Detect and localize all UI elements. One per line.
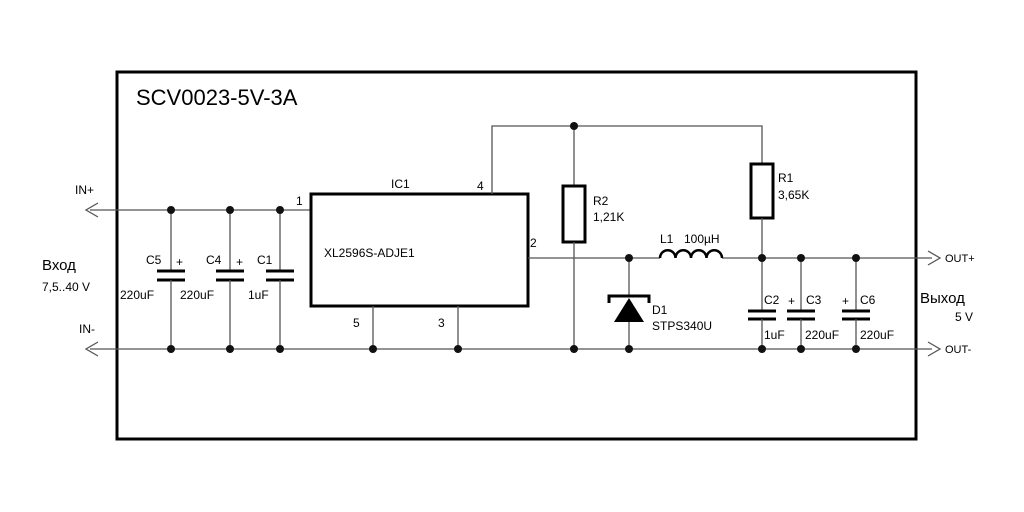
r1-ref: R1 (778, 171, 794, 185)
module-title: SCV0023-5V-3A (136, 85, 298, 110)
c2-value: 1uF (764, 328, 785, 342)
c5-ref: C5 (146, 253, 162, 267)
ic1-part-number: XL2596S-ADJE1 (324, 246, 415, 260)
inductor-l1 (658, 249, 724, 259)
c6-ref: C6 (860, 293, 876, 307)
ic1-ref: IC1 (391, 177, 410, 191)
r2-ref: R2 (593, 194, 609, 208)
capacitor-c3 (787, 258, 815, 349)
diode-d1 (607, 294, 651, 349)
c4-value: 220uF (180, 288, 214, 302)
ic1-pin-4: 4 (477, 179, 484, 193)
resistor-r1 (749, 162, 775, 258)
c4-ref: C4 (206, 253, 222, 267)
ic1-pin-3: 3 (438, 316, 445, 330)
d1-value: STPS340U (652, 319, 712, 333)
ic1-pin-2: 2 (530, 236, 537, 250)
ic1-pin-5: 5 (353, 316, 360, 330)
capacitor-c5 (157, 210, 185, 349)
c2-ref: C2 (764, 293, 780, 307)
feedback-net (491, 125, 763, 194)
input-voltage-range: 7,5..40 V (42, 280, 90, 294)
resistor-r2 (561, 184, 587, 349)
output-positive-rail (722, 250, 942, 266)
out-plus-label: OUT+ (945, 253, 975, 265)
capacitor-c1 (266, 210, 294, 349)
capacitor-c2 (748, 258, 776, 349)
c6-value: 220uF (860, 328, 894, 342)
d1-ref: D1 (652, 303, 668, 317)
l1-ref: L1 (660, 232, 674, 246)
module-border (115, 70, 918, 441)
c1-value: 1uF (248, 288, 269, 302)
c1-ref: C1 (257, 253, 273, 267)
out-minus-label: OUT- (945, 344, 972, 356)
c5-polarity: + (176, 255, 183, 269)
switch-net (528, 257, 660, 296)
in-plus-label: IN+ (75, 183, 94, 197)
output-label: Выход (920, 290, 965, 307)
c3-value: 220uF (805, 328, 839, 342)
output-voltage: 5 V (955, 310, 973, 324)
ground-rail (84, 341, 942, 357)
r1-value: 3,65K (778, 188, 809, 202)
r2-value: 1,21K (593, 210, 624, 224)
c4-polarity: + (236, 255, 243, 269)
input-positive-rail (84, 202, 311, 218)
junction-dots (167, 122, 860, 353)
l1-value: 100µH (684, 232, 720, 246)
c3-ref: C3 (806, 293, 822, 307)
c5-value: 220uF (120, 288, 154, 302)
input-label: Вход (42, 257, 76, 274)
capacitor-c4 (216, 210, 244, 349)
ic1-pin-1: 1 (296, 194, 303, 208)
ic1-body (309, 192, 530, 308)
capacitor-c6 (842, 258, 870, 349)
c3-polarity: + (788, 294, 795, 308)
in-minus-label: IN- (79, 322, 95, 336)
c6-polarity: + (842, 294, 849, 308)
